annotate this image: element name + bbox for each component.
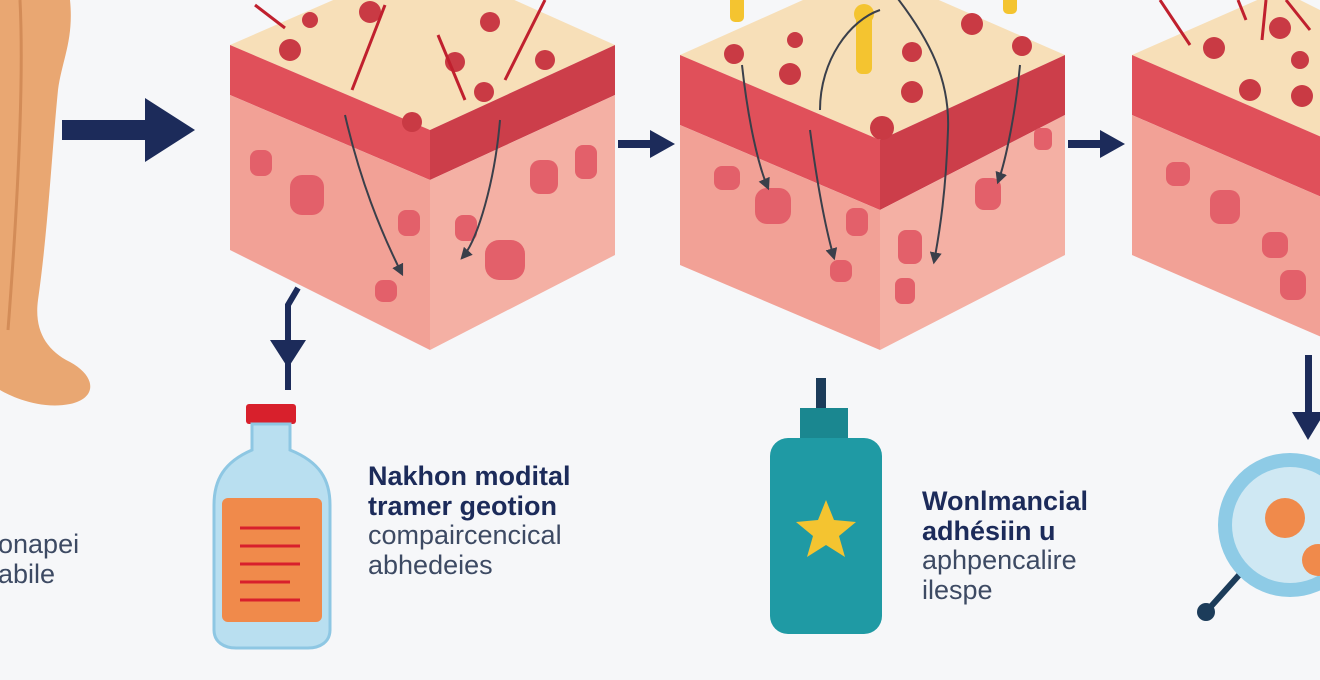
caption-left-line-1: onapei [0, 529, 80, 559]
bottle-icon [212, 404, 332, 650]
skin-cube-icon [1132, 0, 1320, 337]
arrow-right-icon [1068, 130, 1125, 158]
arrow-right-icon [62, 98, 195, 162]
caption-middle-sub-2: abhedeies [368, 550, 493, 581]
arrow-down-icon [1292, 355, 1320, 440]
caption-left: onapei abile [0, 529, 80, 589]
arrow-right-icon [618, 130, 675, 158]
caption-right-sub-1: aphpencalire [922, 545, 1077, 576]
caption-right-sub-2: ilespe [922, 575, 993, 606]
caption-right: Wonlmancial adhésiin u aphpencalire iles… [922, 486, 1089, 606]
caption-middle-title-2: tramer geotion [368, 490, 558, 521]
arrow-down-icon [270, 286, 306, 390]
caption-right-title-2: adhésiin u [922, 515, 1056, 546]
caption-right-title-1: Wonlmancial [922, 486, 1089, 516]
magnifier-icon [1197, 453, 1320, 621]
skin-cube-icon [680, 0, 1065, 350]
caption-middle: Nakhon modital tramer geotion compaircen… [368, 461, 571, 581]
star-icon [796, 500, 856, 557]
skin-cube-icon [230, 0, 615, 350]
caption-middle-sub-1: compaircencical [368, 520, 562, 551]
spray-bottle-icon [770, 378, 882, 634]
caption-middle-title-1: Nakhon modital [368, 461, 571, 491]
leg-illustration [0, 0, 91, 406]
caption-left-line-2: abile [0, 558, 56, 589]
